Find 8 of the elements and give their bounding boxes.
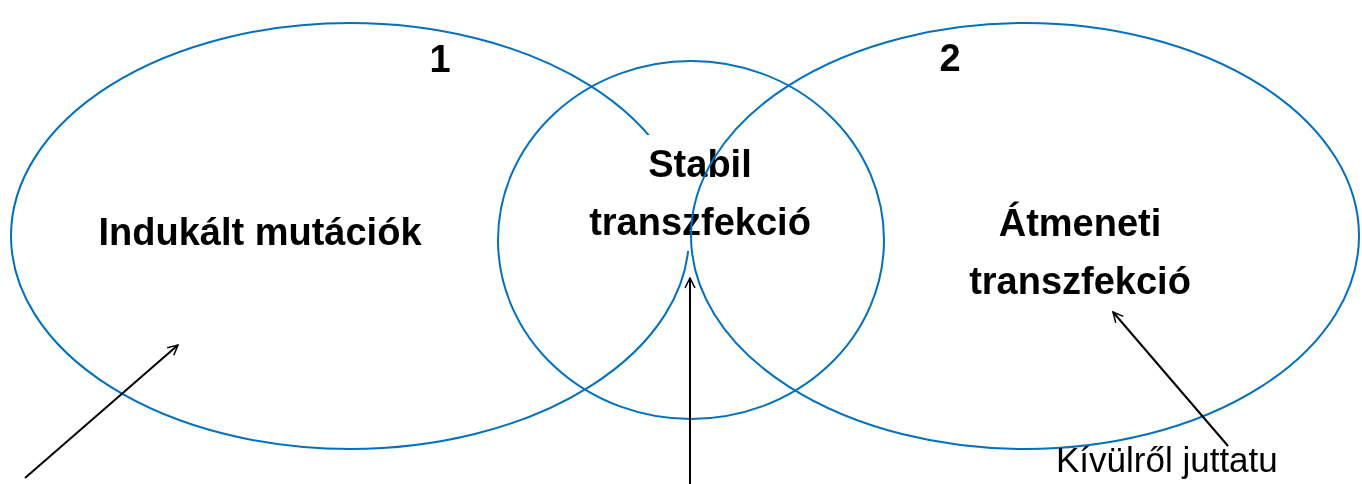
- set-number: 1: [428, 37, 452, 82]
- callout-text: Kívülről juttatu: [1056, 442, 1279, 478]
- set-number: 2: [938, 36, 962, 81]
- arrow: [1112, 311, 1229, 447]
- arrow: [684, 277, 696, 484]
- arrow: [24, 344, 179, 479]
- set-label: Indukált mutációk: [97, 210, 423, 255]
- set-label: Átmeneti transzfekció: [968, 200, 1192, 304]
